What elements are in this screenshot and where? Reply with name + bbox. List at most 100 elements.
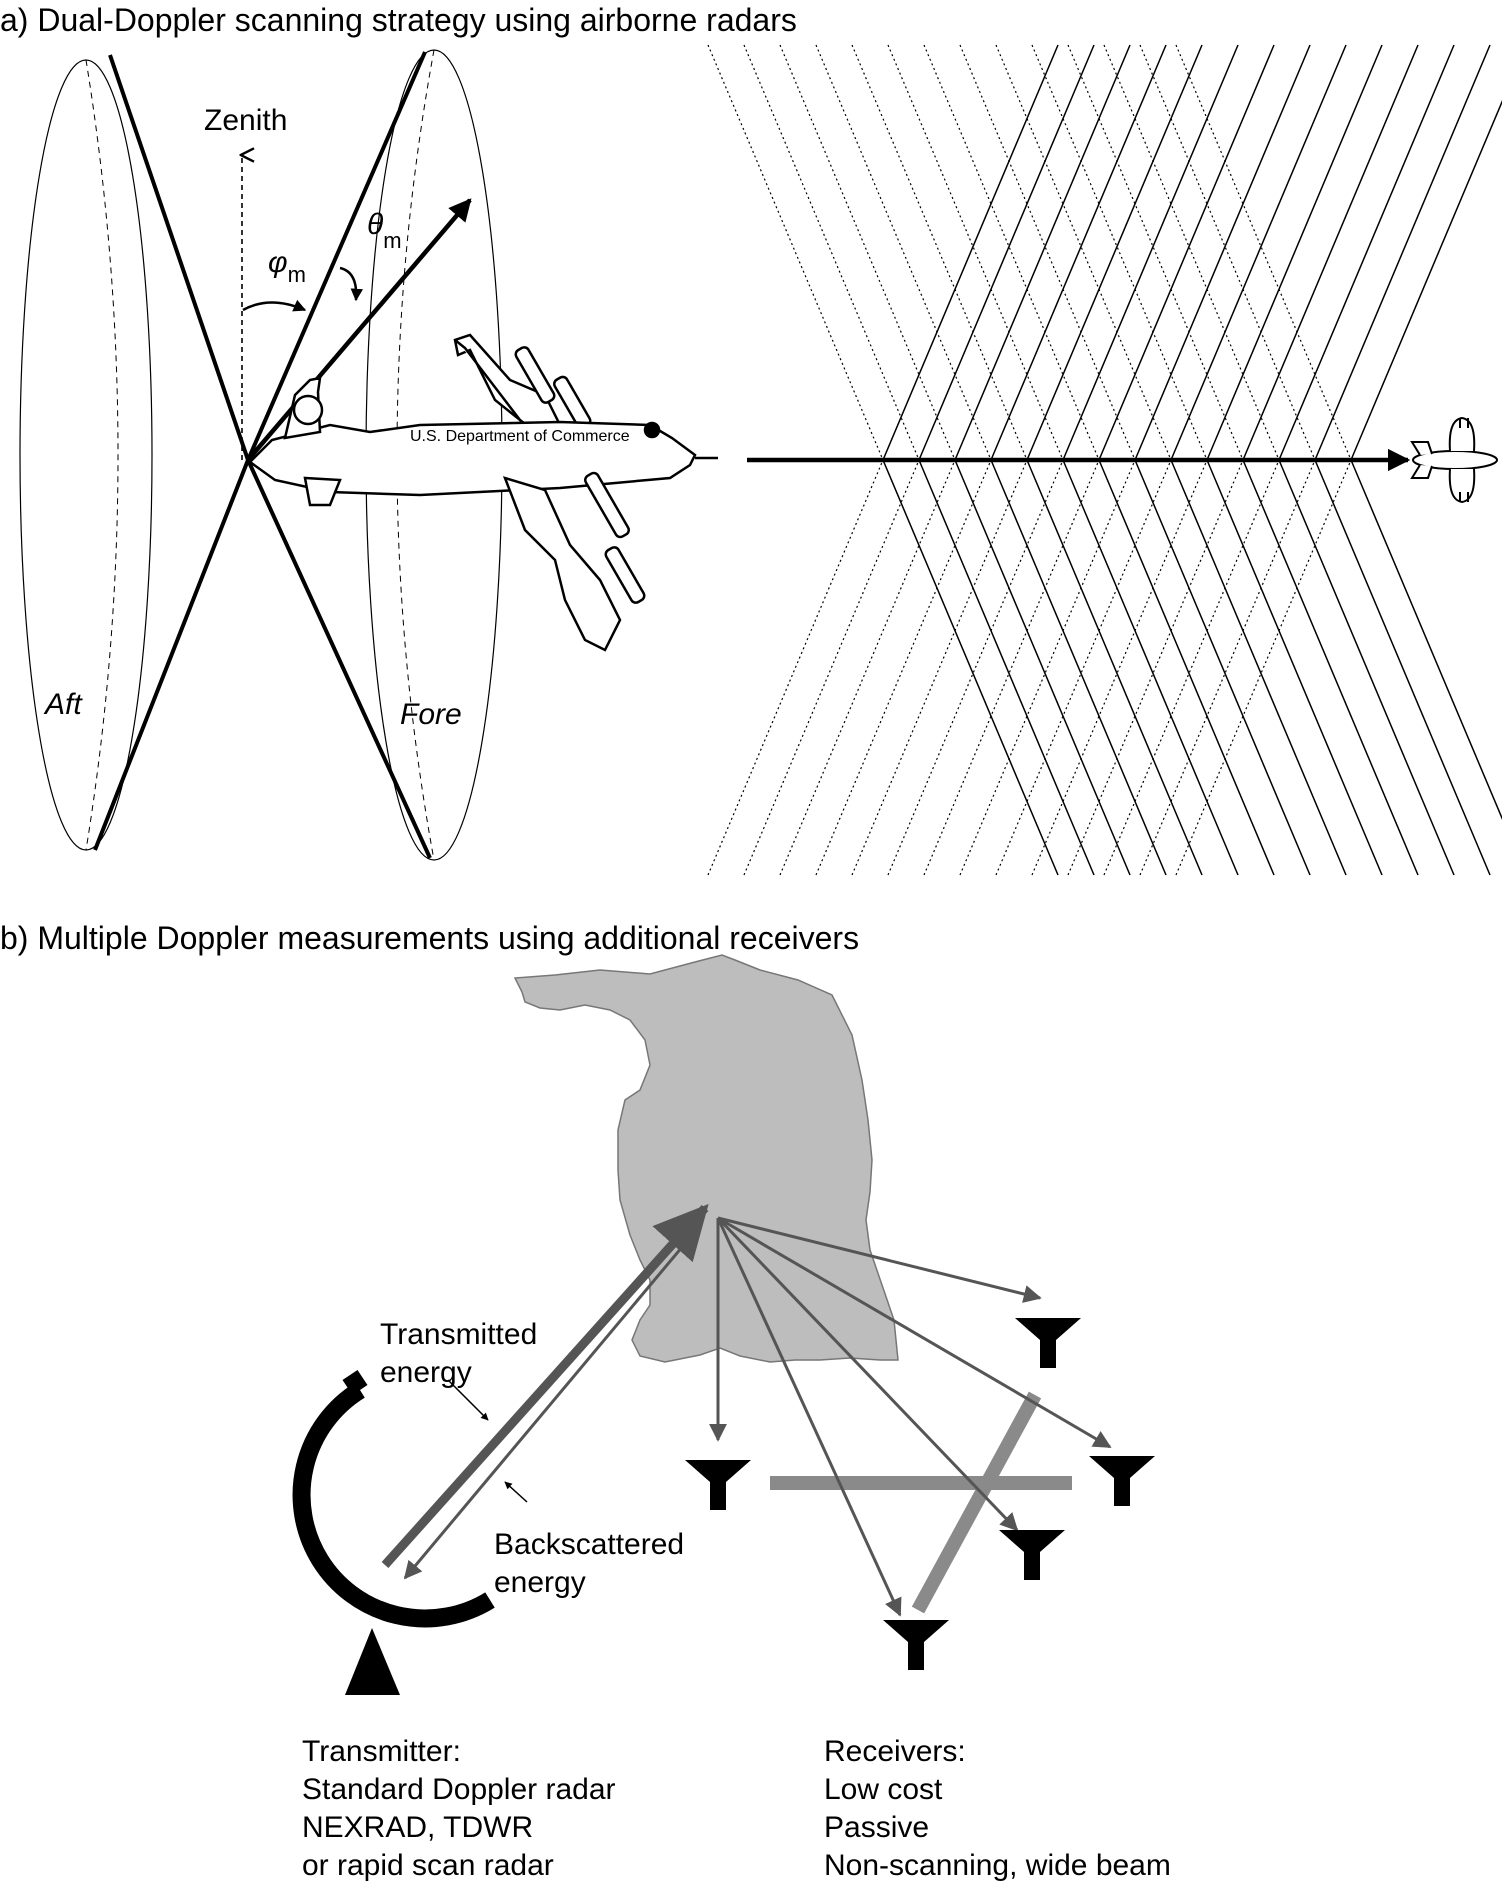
receivers-description: Receivers: Low cost Passive Non-scanning…: [824, 1733, 1171, 1885]
track-line-dotted: [743, 459, 920, 876]
track-line-dotted: [959, 459, 1136, 876]
track-line-solid: [882, 44, 1059, 461]
track-line-solid: [1098, 44, 1275, 461]
track-line-dotted: [995, 44, 1172, 461]
track-line-dotted: [779, 44, 956, 461]
transmitter-heading: Transmitter:: [302, 1735, 461, 1768]
track-line-solid: [1062, 459, 1239, 876]
receivers-line-1: Low cost: [824, 1773, 943, 1806]
track-line-dotted: [1175, 459, 1352, 876]
backscattered-beam: [403, 1227, 700, 1580]
track-line-dotted: [1175, 44, 1352, 461]
small-aircraft-icon: [1410, 416, 1498, 504]
track-line-solid: [1206, 44, 1383, 461]
track-line-dotted: [851, 459, 1028, 876]
track-line-solid: [1134, 44, 1311, 461]
track-line-dotted: [1067, 44, 1244, 461]
aft-cone-upper-line: [108, 54, 250, 461]
phi-label: φm: [268, 248, 306, 286]
track-line-dotted: [815, 459, 992, 876]
receiver-antenna-icon: [1015, 1318, 1081, 1368]
backscattered-line-2: energy: [494, 1566, 586, 1599]
aft-cone-lower-line: [93, 459, 250, 851]
track-line-solid: [882, 459, 1059, 876]
panel-a-title: a) Dual-Doppler scanning strategy using …: [0, 2, 797, 38]
fore-label: Fore: [400, 698, 462, 731]
receivers-heading: Receivers:: [824, 1735, 966, 1768]
track-line-solid: [918, 44, 1095, 461]
track-line-solid: [990, 459, 1167, 876]
track-line-dotted: [1103, 44, 1280, 461]
track-line-solid: [1350, 459, 1502, 821]
transmitted-line-1: Transmitted: [380, 1318, 538, 1351]
transmitter-line-3: or rapid scan radar: [302, 1849, 554, 1882]
theta-symbol: θ: [367, 208, 384, 241]
beam-direction-arrow: [246, 198, 472, 462]
track-line-dotted: [707, 459, 884, 876]
receiver-antenna-icon: [685, 1460, 751, 1510]
track-line-dotted: [959, 44, 1136, 461]
track-line-dotted: [1067, 459, 1244, 876]
track-line-solid: [1134, 459, 1311, 876]
track-line-dotted: [887, 44, 1064, 461]
receivers-line-2: Passive: [824, 1811, 930, 1844]
track-line-dotted: [779, 459, 956, 876]
transmitter-description: Transmitter: Standard Doppler radar NEXR…: [302, 1733, 616, 1885]
track-line-solid: [1242, 459, 1419, 876]
theta-label: θm: [367, 208, 402, 252]
track-line-solid: [918, 459, 1095, 876]
scan-cone-diagram: [19, 49, 503, 861]
track-line-solid: [1170, 459, 1347, 876]
track-line-dotted: [851, 44, 1028, 461]
transmitted-line-2: energy: [380, 1356, 472, 1389]
transmitted-energy-label: Transmitted energy: [380, 1316, 537, 1392]
track-line-solid: [990, 44, 1167, 461]
transmitted-label-pointer: [447, 1379, 489, 1421]
transmitter-line-1: Standard Doppler radar: [302, 1773, 616, 1806]
zenith-label: Zenith: [204, 104, 288, 137]
track-line-solid: [954, 44, 1131, 461]
track-line-dotted: [923, 44, 1100, 461]
dual-doppler-track-pattern: [707, 44, 1502, 876]
track-line-solid: [1026, 44, 1203, 461]
aft-ellipse-inner-dashed: [85, 59, 119, 851]
track-line-solid: [1314, 44, 1491, 461]
receivers-line-3: Non-scanning, wide beam: [824, 1849, 1171, 1882]
track-line-solid: [1278, 44, 1455, 461]
track-line-dotted: [887, 459, 1064, 876]
track-line-solid: [1098, 459, 1275, 876]
receiver-antenna-icon: [1089, 1456, 1155, 1506]
aft-label: Aft: [45, 688, 82, 721]
track-line-solid: [1026, 459, 1203, 876]
phi-angle-arc: [242, 299, 307, 312]
track-line-dotted: [995, 459, 1172, 876]
backscattered-energy-label: Backscattered energy: [494, 1526, 684, 1602]
scattered-energy-arrows: [709, 1216, 1112, 1617]
track-line-solid: [1314, 459, 1491, 876]
aircraft-illustration: [248, 333, 718, 652]
receiver-antenna-icon: [999, 1530, 1065, 1580]
track-line-dotted: [743, 44, 920, 461]
track-line-dotted: [1139, 44, 1316, 461]
track-line-solid: [954, 459, 1131, 876]
baseline-bar-diagonal: [911, 1391, 1042, 1614]
aircraft-livery-text: U.S. Department of Commerce: [410, 428, 630, 445]
transmitter-radar-dish: [292, 1370, 495, 1695]
track-line-solid: [1278, 459, 1455, 876]
track-line-dotted: [1139, 459, 1316, 876]
track-line-solid: [1350, 99, 1502, 461]
track-line-dotted: [815, 44, 992, 461]
fore-cone-lower-line: [246, 459, 432, 859]
cloud-silhouette: [513, 954, 899, 1363]
track-line-solid: [1170, 44, 1347, 461]
panel-b-title: b) Multiple Doppler measurements using a…: [0, 920, 860, 956]
fore-cone-upper-line: [246, 51, 427, 461]
transmitter-line-2: NEXRAD, TDWR: [302, 1811, 534, 1844]
track-line-dotted: [1031, 44, 1208, 461]
theta-subscript: m: [383, 228, 402, 253]
track-line-dotted: [707, 44, 884, 461]
receiver-antenna-icon: [883, 1620, 949, 1670]
radar-pedestal: [345, 1628, 400, 1695]
phi-subscript: m: [287, 262, 306, 287]
track-line-solid: [1062, 44, 1239, 461]
